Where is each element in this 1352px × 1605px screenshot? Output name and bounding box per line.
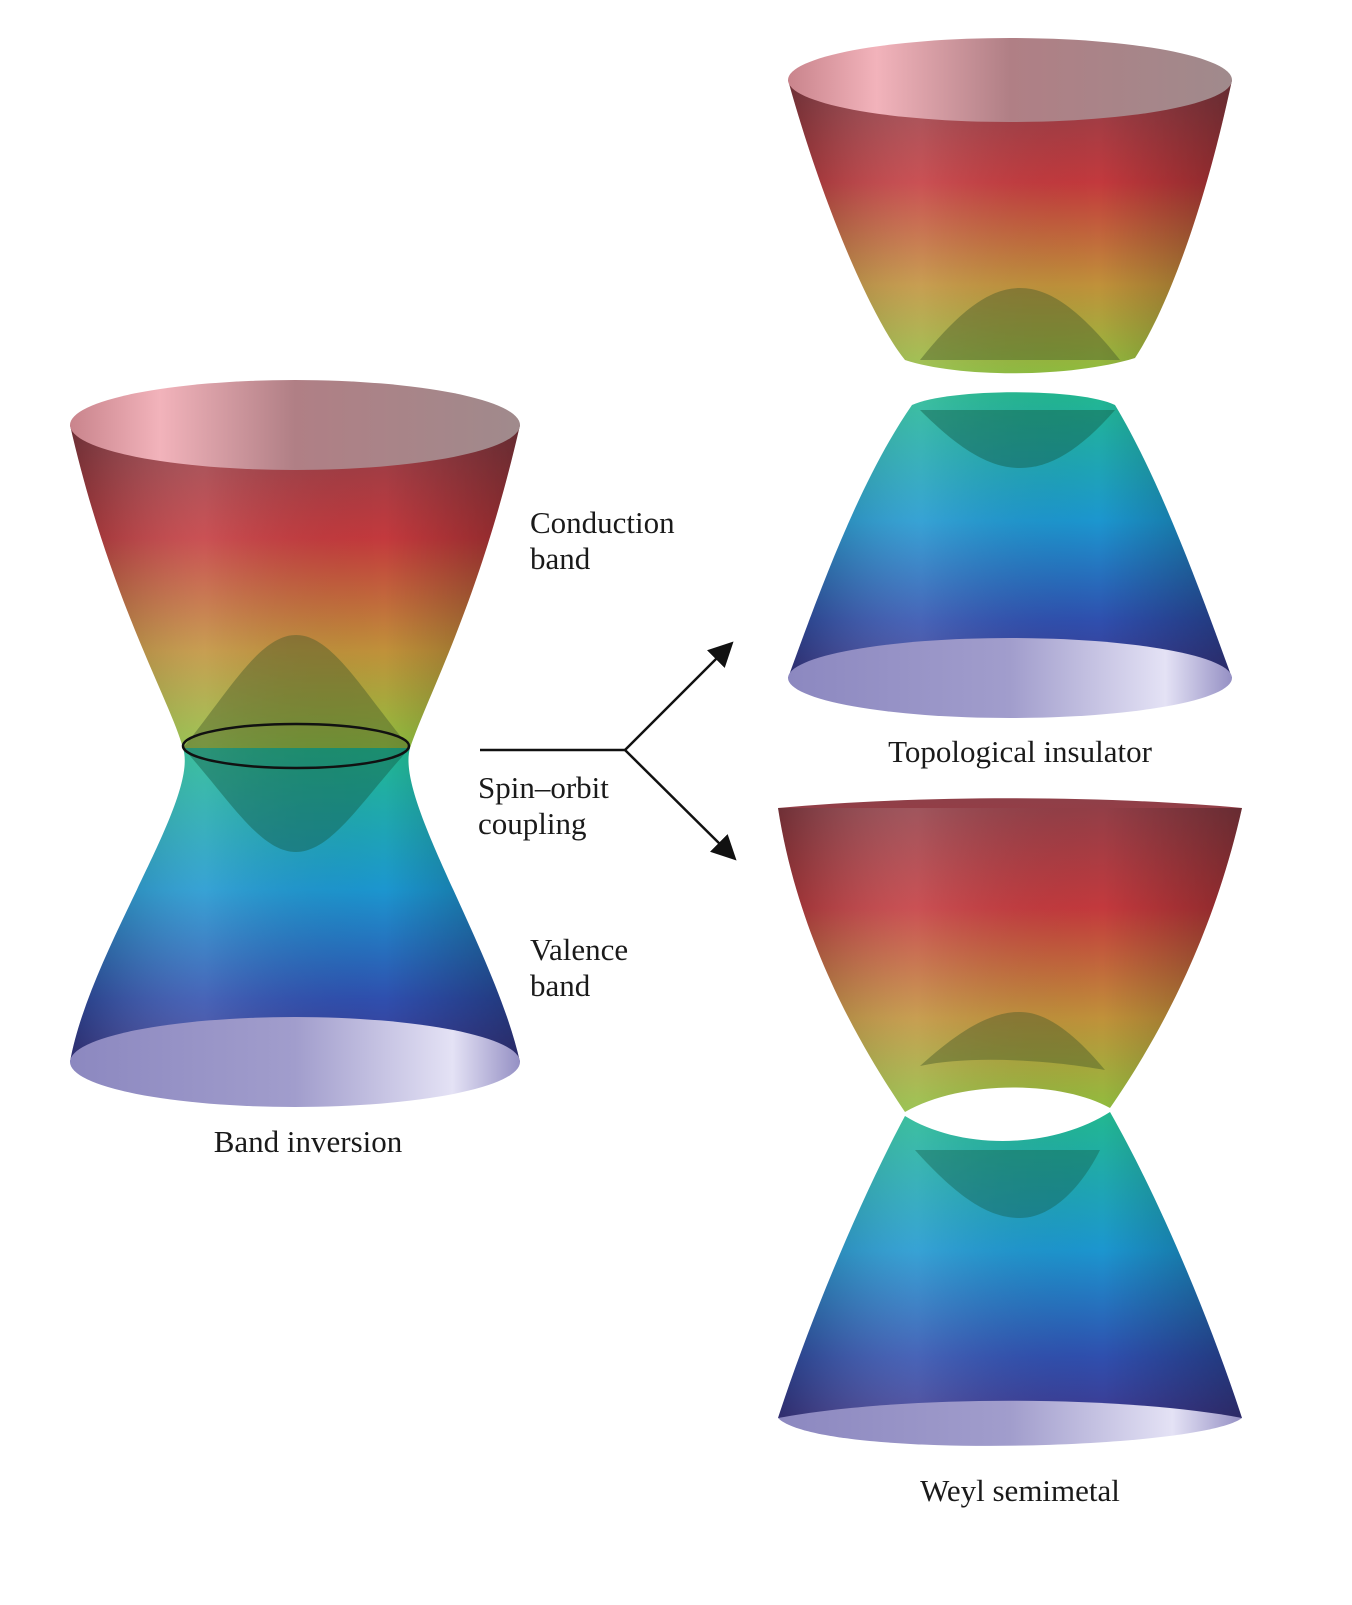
conduction-label-line2: band [530, 541, 591, 576]
band-inversion-figure [70, 380, 520, 1107]
band-crossing-ring [181, 722, 411, 770]
weyl-bottom-cap [778, 1400, 1242, 1446]
weyl-semimetal-caption: Weyl semimetal [920, 1473, 1120, 1508]
valence-bottom-cap [70, 1017, 520, 1107]
spin-orbit-arrows [480, 641, 737, 861]
topological-insulator-figure [788, 38, 1232, 718]
inverted-dome-upper [183, 635, 410, 748]
valence-band-label: Valence band [530, 932, 628, 1004]
topological-insulator-caption: Topological insulator [888, 734, 1152, 769]
ti-top-cap [788, 38, 1232, 122]
valence-label-line1: Valence [530, 932, 629, 967]
valence-label-line2: band [530, 968, 591, 1003]
spin-orbit-label-line1: Spin–orbit [478, 770, 609, 805]
ti-bottom-cap [788, 638, 1232, 718]
spin-orbit-label-line2: coupling [478, 806, 587, 841]
conduction-top-cap [70, 380, 520, 470]
spin-orbit-label: Spin–orbit coupling [478, 770, 609, 842]
conduction-band-label: Conduction band [530, 505, 675, 577]
conduction-label-line1: Conduction [530, 505, 675, 540]
inverted-dome-lower [183, 748, 410, 852]
band-inversion-caption: Band inversion [213, 1124, 403, 1159]
weyl-semimetal-figure [778, 798, 1242, 1446]
